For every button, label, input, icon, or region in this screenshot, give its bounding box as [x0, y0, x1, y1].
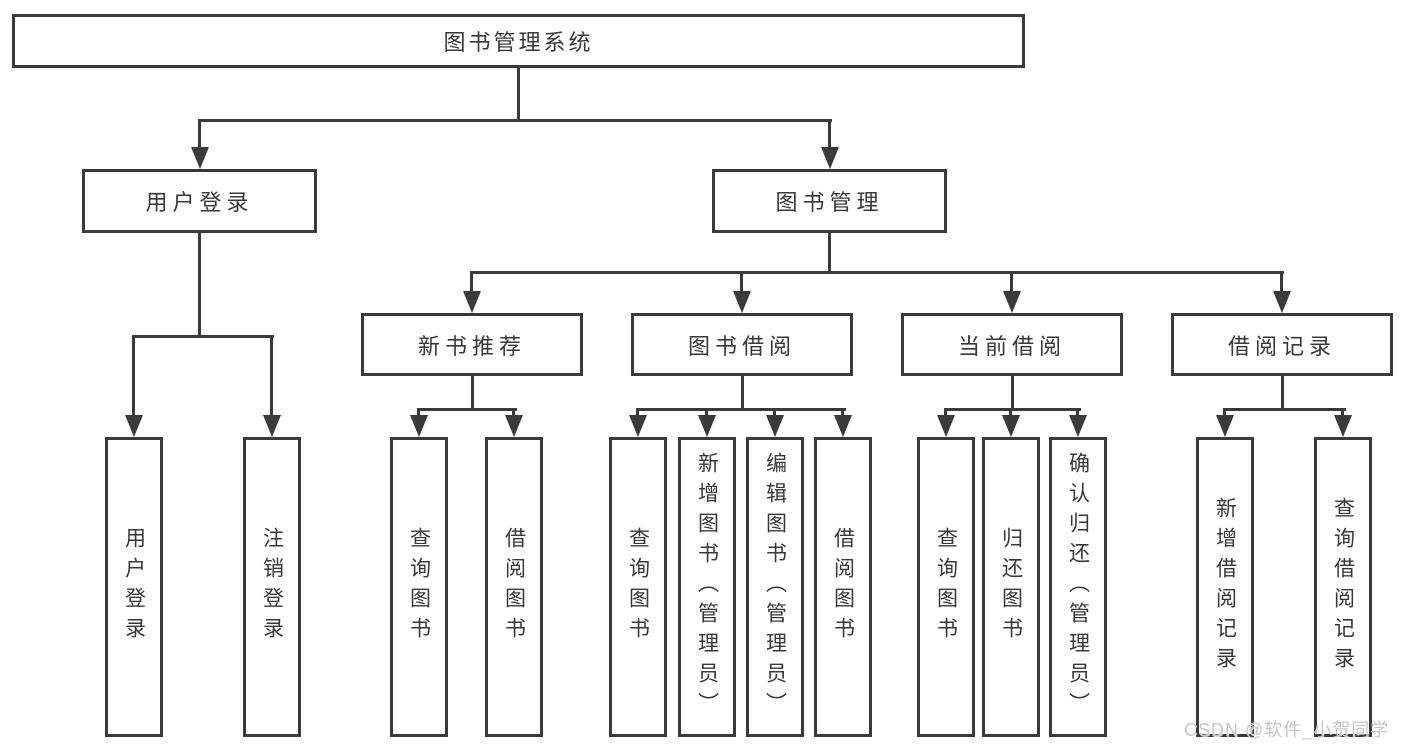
node-book-management: 图书管理	[712, 169, 947, 233]
connector-hline	[945, 408, 1081, 411]
node-borrowing-records: 借阅记录	[1171, 313, 1393, 376]
connector-vline	[1223, 408, 1226, 417]
connector-arrowhead	[629, 415, 647, 437]
connector-vline	[841, 408, 844, 417]
connector-arrowhead	[1216, 415, 1234, 437]
connector-arrowhead	[125, 415, 143, 437]
connector-vline	[1076, 408, 1079, 417]
connector-hline	[637, 408, 846, 411]
leaf-logout: 注销登录	[243, 437, 301, 737]
connector-vline	[132, 335, 135, 417]
connector-vline	[1280, 271, 1283, 293]
connector-vline	[517, 66, 520, 122]
connector-arrowhead	[263, 415, 281, 437]
connector-vline	[1010, 271, 1013, 293]
connector-vline	[773, 408, 776, 417]
connector-arrowhead	[733, 291, 751, 313]
connector-vline	[740, 271, 743, 293]
connector-arrowhead	[698, 415, 716, 437]
node-new-book-recommendation: 新书推荐	[361, 313, 583, 376]
connector-arrowhead	[937, 415, 955, 437]
watermark: CSDN @软件_小贺同学	[1184, 720, 1390, 740]
leaf-add-borrow-record: 新增借阅记录	[1196, 437, 1254, 737]
node-current-borrowing: 当前借阅	[901, 313, 1123, 376]
connector-arrowhead	[821, 147, 839, 169]
connector-vline	[636, 408, 639, 417]
node-root: 图书管理系统	[12, 14, 1025, 68]
connector-arrowhead	[766, 415, 784, 437]
connector-hline	[199, 119, 832, 122]
leaf-query-books-current: 查询图书	[917, 437, 975, 737]
connector-hline	[418, 408, 517, 411]
leaf-add-books-admin: 新增图书（管理员）	[678, 437, 736, 737]
connector-vline	[828, 231, 831, 274]
node-book-borrowing: 图书借阅	[631, 313, 853, 376]
connector-hline	[133, 335, 274, 338]
connector-arrowhead	[1273, 291, 1291, 313]
connector-arrowhead	[463, 291, 481, 313]
leaf-confirm-return-admin: 确认归还（管理员）	[1049, 437, 1107, 737]
connector-vline	[1011, 374, 1014, 411]
connector-hline	[1224, 408, 1346, 411]
connector-vline	[944, 408, 947, 417]
connector-arrowhead	[505, 415, 523, 437]
connector-arrowhead	[1334, 415, 1352, 437]
connector-vline	[1281, 374, 1284, 411]
leaf-edit-books-admin: 编辑图书（管理员）	[746, 437, 804, 737]
connector-arrowhead	[1069, 415, 1087, 437]
connector-arrowhead	[834, 415, 852, 437]
connector-vline	[198, 231, 201, 338]
connector-vline	[1009, 408, 1012, 417]
leaf-query-books-recommend: 查询图书	[390, 437, 448, 737]
leaf-borrow-books-borrowing: 借阅图书	[814, 437, 872, 737]
leaf-user-login: 用户登录	[105, 437, 163, 737]
connector-arrowhead	[1002, 415, 1020, 437]
connector-vline	[198, 119, 201, 153]
connector-vline	[270, 335, 273, 417]
connector-vline	[417, 408, 420, 417]
connector-arrowhead	[191, 147, 209, 169]
leaf-query-books-borrowing: 查询图书	[609, 437, 667, 737]
leaf-borrow-books-recommend: 借阅图书	[485, 437, 543, 737]
connector-vline	[512, 408, 515, 417]
leaf-return-books: 归还图书	[982, 437, 1040, 737]
connector-vline	[828, 119, 831, 153]
connector-hline	[471, 271, 1284, 274]
connector-vline	[470, 271, 473, 293]
node-user-login: 用户登录	[82, 169, 317, 233]
connector-vline	[1341, 408, 1344, 417]
connector-vline	[471, 374, 474, 411]
connector-vline	[705, 408, 708, 417]
connector-arrowhead	[410, 415, 428, 437]
leaf-query-borrow-record: 查询借阅记录	[1314, 437, 1372, 737]
connector-arrowhead	[1003, 291, 1021, 313]
connector-vline	[741, 374, 744, 411]
